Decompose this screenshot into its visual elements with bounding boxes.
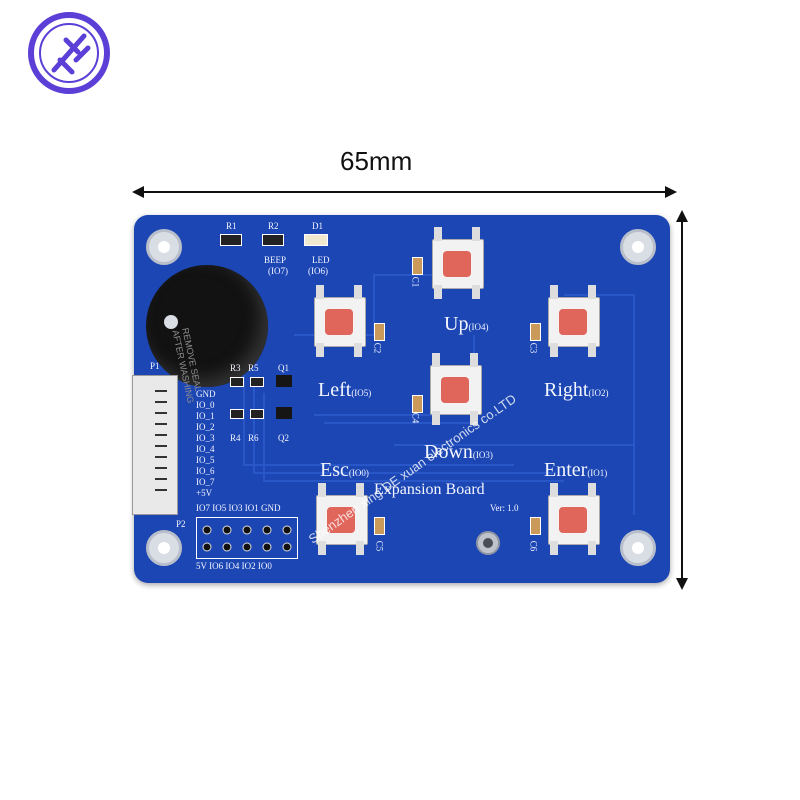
p2-bottom-labels: 5V IO6 IO4 IO2 IO0 [196, 561, 272, 571]
resistor-r6 [250, 409, 264, 419]
r2-ref: R2 [268, 221, 279, 231]
resistor-r5 [250, 377, 264, 387]
button-cap[interactable] [441, 377, 469, 403]
p1-pin-label: +5V [196, 488, 213, 498]
resistor-r2 [262, 234, 284, 246]
p1-pin-label: IO_0 [196, 400, 215, 410]
capacitor-c1 [412, 257, 423, 275]
button-cap[interactable] [327, 507, 355, 533]
pcb-board: R1 R2 D1 BEEP (IO7) LED (IO6) REMOVE SEA… [132, 215, 670, 583]
mounting-hole-bottom-left [146, 530, 182, 566]
width-dimension-label: 65mm [340, 146, 413, 176]
button-label-left: Left(IO5) [318, 379, 372, 401]
tact-switch-left[interactable] [312, 285, 366, 357]
r1-ref: R1 [226, 221, 237, 231]
beep-io-label: (IO7) [268, 266, 288, 276]
p2-top-labels: IO7 IO5 IO3 IO1 GND [196, 503, 281, 513]
mounting-hole-top-left [146, 229, 182, 265]
brand-logo [28, 12, 110, 94]
c5-ref: C5 [374, 540, 385, 552]
p1-pin-label: IO_1 [196, 411, 215, 421]
capacitor-c4 [412, 395, 423, 413]
p1-pin-label: IO_6 [196, 466, 215, 476]
p1-pin-label: IO_2 [196, 422, 215, 432]
width-dimension-arrow [132, 186, 677, 198]
resistor-r3 [230, 377, 244, 387]
connector-p1 [132, 375, 178, 515]
button-label-enter: Enter(IO1) [544, 459, 608, 481]
capacitor-c6 [530, 517, 541, 535]
p1-pin-label: IO_3 [196, 433, 215, 443]
p1-pin-label: IO_7 [196, 477, 215, 487]
c4-ref: C4 [410, 412, 421, 424]
led-io-label: (IO6) [308, 266, 328, 276]
tact-switch-esc[interactable] [314, 483, 368, 555]
height-dimension-arrow [676, 210, 688, 590]
p1-pin-label: GND [196, 389, 216, 399]
mounting-hole-top-right [620, 229, 656, 265]
via-pad [476, 531, 500, 555]
c2-ref: C2 [372, 342, 383, 354]
r4-ref: R4 [230, 433, 241, 443]
board-title: Expansion Board [374, 481, 485, 498]
buzzer-hole-icon [164, 315, 178, 329]
tact-switch-down[interactable] [428, 353, 482, 425]
resistor-r1 [220, 234, 242, 246]
c3-ref: C3 [528, 342, 539, 354]
transistor-q1 [276, 375, 292, 387]
connector-p1-pins [155, 390, 167, 500]
p1-pin-label: IO_4 [196, 444, 215, 454]
beep-label: BEEP [264, 255, 287, 265]
tact-switch-enter[interactable] [546, 483, 600, 555]
button-label-esc: Esc(IO0) [320, 459, 369, 481]
c6-ref: C6 [528, 540, 539, 552]
p2-ref: P2 [176, 519, 186, 529]
header-p2 [196, 517, 298, 559]
capacitor-c5 [374, 517, 385, 535]
q2-ref: Q2 [278, 433, 289, 443]
button-label-right: Right(IO2) [544, 379, 609, 401]
button-label-down: Down(IO3) [424, 441, 493, 463]
capacitor-c3 [530, 323, 541, 341]
r6-ref: R6 [248, 433, 259, 443]
resistor-r4 [230, 409, 244, 419]
led-label: LED [312, 255, 330, 265]
button-cap[interactable] [443, 251, 471, 277]
header-p2-pads [202, 525, 292, 552]
c1-ref: C1 [410, 276, 421, 288]
board-version: Ver: 1.0 [490, 503, 519, 513]
button-label-up: Up(IO4) [444, 313, 489, 335]
led-d1 [304, 234, 328, 246]
transistor-q2 [276, 407, 292, 419]
buzzer: REMOVE SEAL AFTER WASHING [146, 265, 268, 404]
p1-pin-list: GND IO_0 IO_1 IO_2 IO_3 IO_4 IO_5 IO_6 I… [196, 389, 216, 499]
p1-pin-label: IO_5 [196, 455, 215, 465]
d1-ref: D1 [312, 221, 323, 231]
button-cap[interactable] [559, 309, 587, 335]
r5-ref: R5 [248, 363, 259, 373]
q1-ref: Q1 [278, 363, 289, 373]
r3-ref: R3 [230, 363, 241, 373]
p1-ref: P1 [150, 361, 160, 371]
button-cap[interactable] [325, 309, 353, 335]
tact-switch-right[interactable] [546, 285, 600, 357]
mounting-hole-bottom-right [620, 530, 656, 566]
capacitor-c2 [374, 323, 385, 341]
tact-switch-up[interactable] [430, 227, 484, 299]
button-cap[interactable] [559, 507, 587, 533]
